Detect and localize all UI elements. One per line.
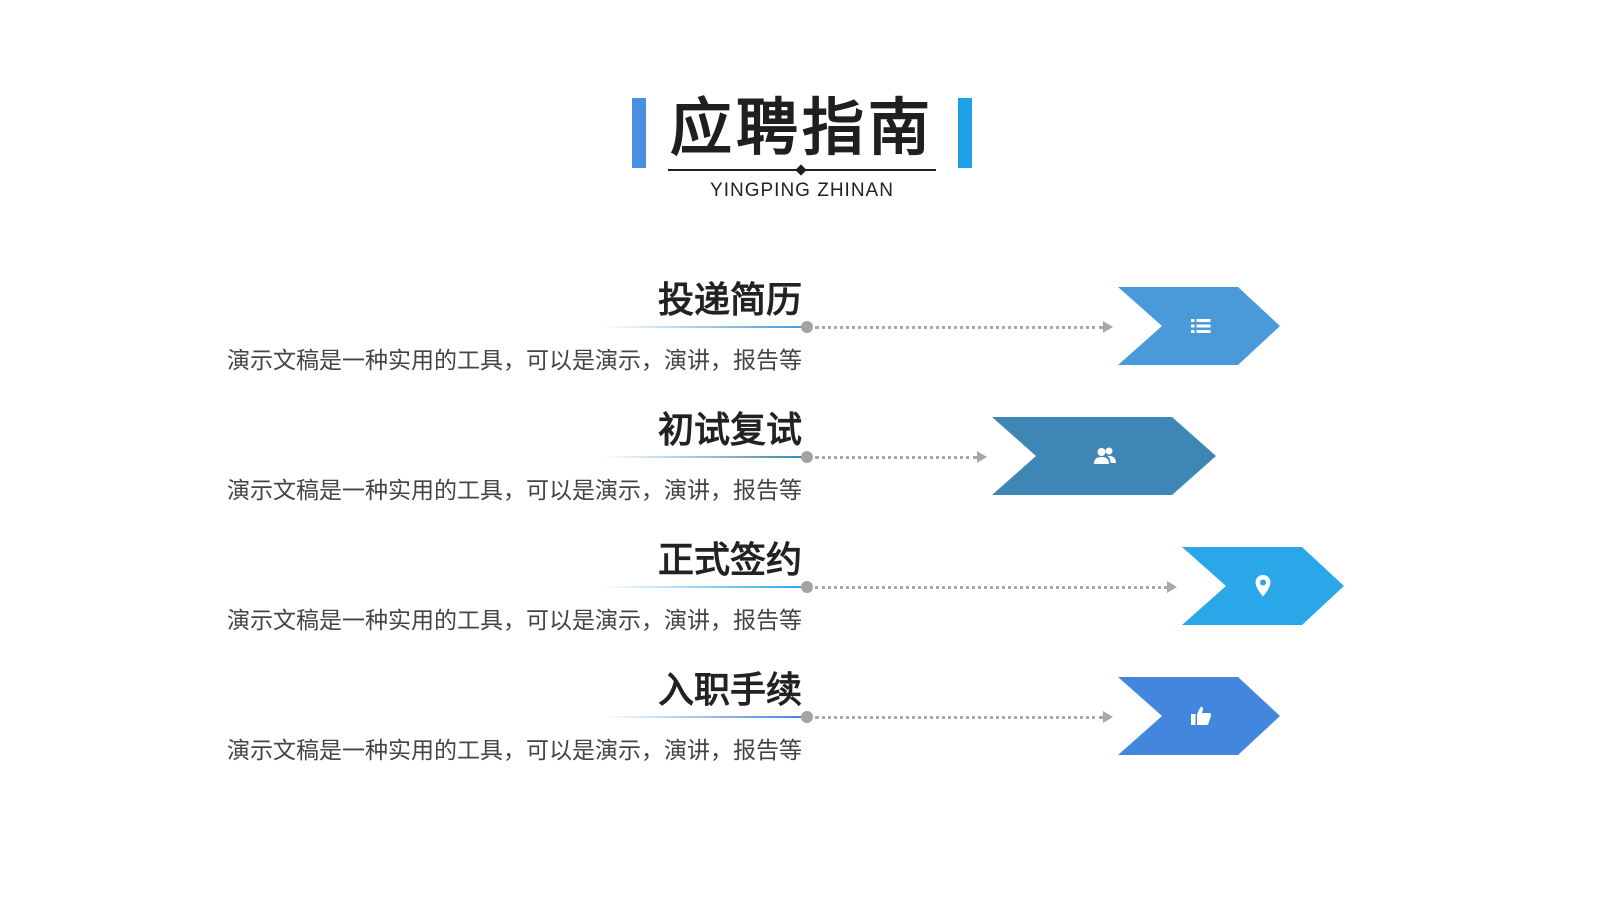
connector-arrowhead [1103,711,1113,723]
thumbs-up-icon [1188,703,1214,729]
step-title-underline [602,586,802,588]
step-description: 演示文稿是一种实用的工具，可以是演示，演讲，报告等 [227,608,802,634]
dotted-connector [815,456,977,459]
connector-arrowhead [1103,321,1113,333]
connector-dot [801,451,813,463]
connector-dot [801,581,813,593]
dotted-connector [815,586,1167,589]
step-description: 演示文稿是一种实用的工具，可以是演示，演讲，报告等 [227,478,802,504]
dotted-connector [815,716,1103,719]
step-title-underline [602,456,802,458]
step-title: 投递简历 [657,280,802,321]
step-item: 正式签约 演示文稿是一种实用的工具，可以是演示，演讲，报告等 [0,536,1600,666]
step-title: 正式签约 [657,540,802,581]
connector-arrowhead [1167,581,1177,593]
step-chevron [1118,287,1280,365]
chevron-shape [992,417,1216,495]
step-chevron [1118,677,1280,755]
location-pin-icon [1250,573,1276,599]
step-item: 投递简历 演示文稿是一种实用的工具，可以是演示，演讲，报告等 [0,276,1600,406]
users-icon [1092,443,1118,469]
step-title-underline [602,716,802,718]
title-underline-diamond [795,164,807,176]
step-chevron [992,417,1216,495]
step-title: 初试复试 [657,410,802,451]
step-description: 演示文稿是一种实用的工具，可以是演示，演讲，报告等 [227,738,802,764]
connector-dot [801,711,813,723]
list-icon [1188,313,1214,339]
step-chevron [1182,547,1344,625]
step-title-underline [602,326,802,328]
header-left-accent-bar [632,98,646,168]
connector-arrowhead [977,451,987,463]
step-title: 入职手续 [657,670,802,711]
page-title: 应聘指南 [669,91,934,164]
page-header: 应聘指南 YINGPING ZHINAN [0,0,1600,230]
header-right-accent-bar [958,98,972,168]
dotted-connector [815,326,1103,329]
step-item: 入职手续 演示文稿是一种实用的工具，可以是演示，演讲，报告等 [0,666,1600,796]
connector-dot [801,321,813,333]
step-item: 初试复试 演示文稿是一种实用的工具，可以是演示，演讲，报告等 [0,406,1600,536]
page-subtitle: YINGPING ZHINAN [710,180,894,201]
step-description: 演示文稿是一种实用的工具，可以是演示，演讲，报告等 [227,348,802,374]
